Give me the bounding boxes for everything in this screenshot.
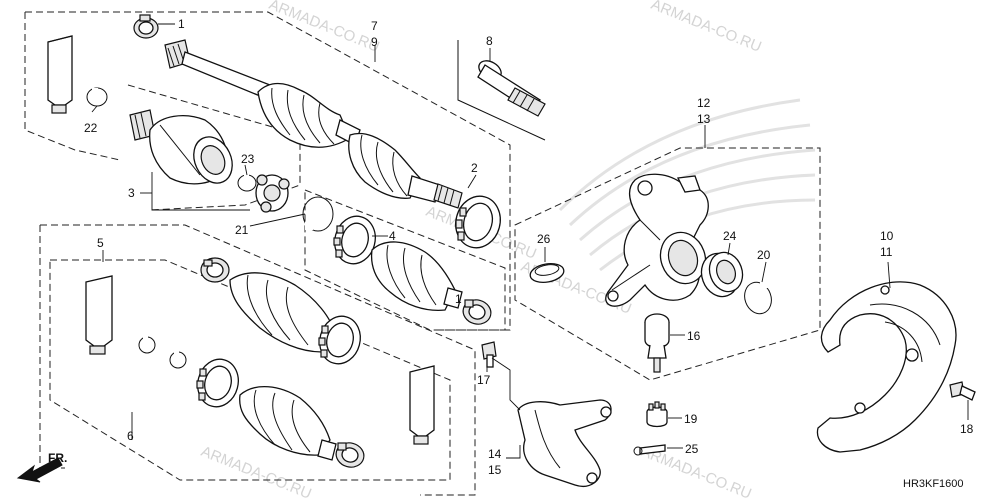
callout-20: 20	[757, 248, 771, 262]
circlip-20	[744, 281, 772, 315]
boot-set-middle	[200, 257, 361, 365]
callout-numbers: 1 7 9 8 22 23 3 2 21 4 1 5 6 12 13 26 24…	[84, 17, 974, 477]
stub-shaft	[477, 60, 546, 117]
boot-kit-box	[304, 189, 506, 331]
knuckle-group-box	[514, 147, 821, 381]
part-8-bracket	[457, 40, 546, 141]
callout-10: 10	[880, 229, 894, 243]
caliper-bracket	[491, 357, 612, 487]
grease-tube-top	[47, 35, 73, 114]
direction-label: FR.	[48, 451, 67, 465]
driveshaft-group-box	[25, 11, 511, 331]
circlip-inner-kit-a	[138, 336, 156, 354]
bolt-18	[949, 381, 976, 401]
callout-1: 1	[455, 292, 462, 306]
grease-tube-lower	[409, 365, 435, 445]
callout-19: 19	[684, 412, 698, 426]
front-direction-arrow: FR.	[16, 451, 67, 483]
callout-14: 14	[488, 447, 502, 461]
cotter-pin	[633, 444, 666, 456]
callout-24: 24	[723, 229, 737, 243]
callout-1: 1	[178, 17, 185, 31]
circlip-22	[86, 87, 108, 107]
boot-set-lower	[196, 358, 365, 468]
splash-guard	[816, 281, 957, 453]
callout-26: 26	[537, 232, 551, 246]
joint-group-box	[127, 84, 301, 211]
callout-15: 15	[488, 463, 502, 477]
callout-25: 25	[685, 442, 699, 456]
circlip-21	[302, 196, 334, 232]
callout-3: 3	[128, 186, 135, 200]
outer-kit-box-left	[39, 225, 65, 469]
inner-joint	[129, 109, 233, 185]
clamp-band-lower	[462, 299, 492, 325]
watermark: ARMADA-CO.RU	[649, 0, 764, 56]
callout-22: 22	[84, 121, 98, 135]
callout-11: 11	[880, 245, 893, 259]
callout-23: 23	[241, 152, 255, 166]
watermark: ARMADA-CO.RU	[267, 0, 382, 56]
callout-4: 4	[389, 229, 396, 243]
clamp-band-top	[133, 14, 159, 39]
ball-joint	[644, 313, 670, 373]
callout-2: 2	[471, 161, 478, 175]
callout-7: 7	[371, 19, 378, 33]
clamp-band-large	[455, 195, 501, 249]
driveshaft-group-box-left	[24, 12, 121, 161]
circlip-inner-kit-b	[169, 351, 187, 369]
callout-9: 9	[371, 35, 378, 49]
castle-nut	[646, 401, 668, 428]
callout-5: 5	[97, 236, 104, 250]
leader-lines	[91, 23, 969, 459]
callout-13: 13	[697, 112, 711, 126]
diagram-code: HR3KF1600	[903, 478, 964, 490]
dust-seal	[529, 263, 565, 283]
callout-17: 17	[477, 373, 491, 387]
tripod-joint	[255, 174, 290, 213]
wheel-bearing	[700, 251, 744, 298]
callout-16: 16	[687, 329, 701, 343]
bolt-17	[481, 341, 497, 368]
snap-ring-23	[237, 174, 257, 192]
steering-knuckle	[605, 173, 709, 307]
callout-6: 6	[127, 429, 134, 443]
boot-kit	[333, 215, 463, 311]
callout-18: 18	[960, 422, 974, 436]
callout-12: 12	[697, 96, 711, 110]
drive-shaft-assembly	[164, 39, 463, 209]
callout-8: 8	[486, 34, 493, 48]
callout-21: 21	[235, 223, 249, 237]
grease-tube-5	[85, 275, 113, 355]
